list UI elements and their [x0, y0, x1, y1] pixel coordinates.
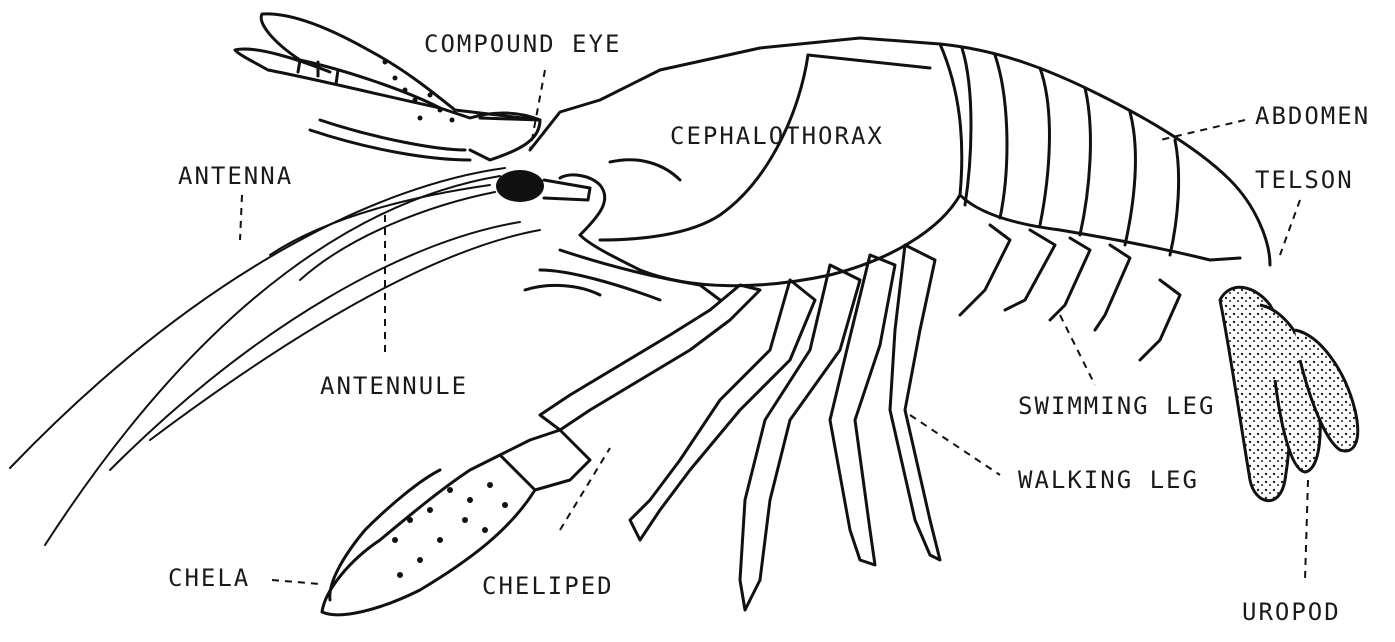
- label-chela: CHELA: [168, 564, 250, 592]
- labels: COMPOUND EYE CEPHALOTHORAX ABDOMEN TELSO…: [168, 30, 1370, 626]
- label-walking-leg: WALKING LEG: [1018, 466, 1199, 494]
- walking-legs: [630, 245, 940, 610]
- label-abdomen: ABDOMEN: [1255, 102, 1370, 130]
- label-antennule: ANTENNULE: [320, 372, 468, 400]
- label-compound-eye: COMPOUND EYE: [424, 30, 621, 58]
- crayfish-illustration: [10, 14, 1358, 615]
- antennae: [10, 168, 540, 545]
- label-antenna: ANTENNA: [178, 162, 293, 190]
- label-cephalothorax: CEPHALOTHORAX: [670, 122, 884, 150]
- label-uropod: UROPOD: [1242, 598, 1341, 626]
- abdomen-drawing: [940, 44, 1270, 265]
- carapace: [530, 38, 962, 286]
- tail-fan: [1220, 287, 1358, 500]
- label-swimming-leg: SWIMMING LEG: [1018, 392, 1215, 420]
- main-cheliped: [322, 285, 760, 615]
- label-cheliped: CHELIPED: [482, 572, 614, 600]
- mouthparts: [525, 250, 720, 300]
- label-telson: TELSON: [1255, 166, 1354, 194]
